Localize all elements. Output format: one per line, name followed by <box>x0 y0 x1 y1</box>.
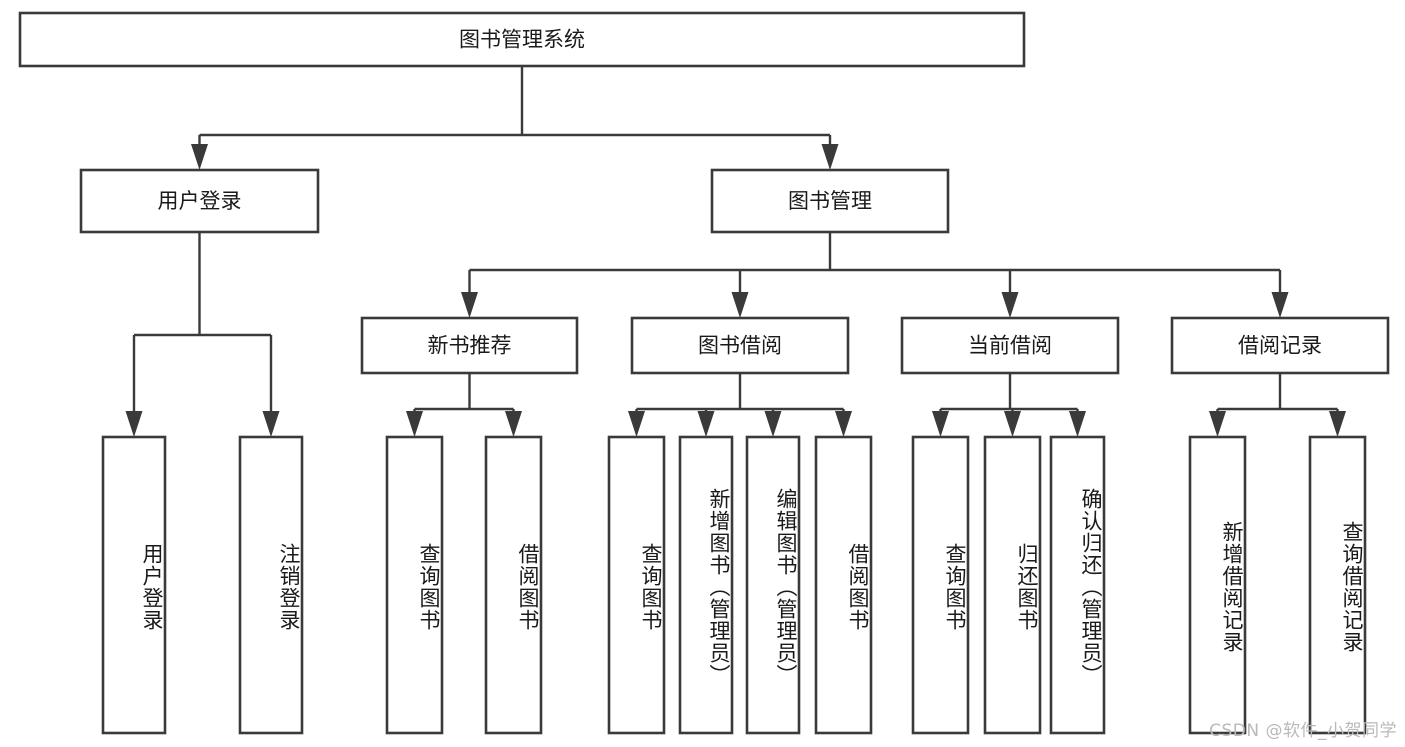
node-level2-0[interactable] <box>360 316 579 375</box>
node-level2-2[interactable] <box>900 316 1120 375</box>
userlogin-leaf-arrow-0-head <box>125 411 143 437</box>
leaf-arrow-1-0-head <box>628 411 645 437</box>
node-leaf-8[interactable] <box>911 435 970 735</box>
level1-arrow-0-head <box>191 144 208 170</box>
node-level2-3[interactable] <box>1170 316 1390 375</box>
node-leaf-3[interactable] <box>484 435 543 735</box>
watermark-text: CSDN @软件_小贺同学 <box>1209 721 1397 741</box>
leaf-arrow-3-1-head <box>1329 411 1346 437</box>
leaf-arrow-1-2-head <box>764 411 782 437</box>
node-level2-label-1: 图书借阅 <box>698 334 782 358</box>
level2-arrow-3-head <box>1271 292 1289 318</box>
node-root-label: 图书管理系统 <box>459 28 585 52</box>
node-level2-label-2: 当前借阅 <box>968 334 1052 358</box>
node-leaf-6[interactable] <box>745 435 801 735</box>
node-leaf-2[interactable] <box>385 435 444 735</box>
node-leaf-11[interactable] <box>1188 435 1247 735</box>
node-leaf-5[interactable] <box>678 435 734 735</box>
node-level2-label-3: 借阅记录 <box>1238 334 1322 358</box>
leaf-arrow-0-1-head <box>505 411 522 437</box>
userlogin-leaf-arrow-1-head <box>262 411 280 437</box>
leaf-arrow-3-0-head <box>1209 411 1226 437</box>
connector-layer <box>125 66 1346 437</box>
node-level1-label-0: 用户登录 <box>158 189 242 213</box>
node-leaf-10[interactable] <box>1049 435 1106 735</box>
node-leaf-9[interactable] <box>983 435 1042 735</box>
node-leaf-12[interactable] <box>1308 435 1367 735</box>
level2-arrow-2-head <box>1001 292 1019 318</box>
node-level2-label-0: 新书推荐 <box>428 334 512 358</box>
node-leaf-7[interactable] <box>814 435 873 735</box>
node-level1-1[interactable] <box>710 168 950 234</box>
level2-arrow-0-head <box>461 292 478 318</box>
leaf-arrow-2-2-head <box>1069 411 1086 437</box>
node-level1-0[interactable] <box>79 168 320 234</box>
node-root[interactable] <box>18 11 1026 68</box>
box-layer <box>18 11 1390 735</box>
leaf-arrow-1-1-head <box>697 411 715 437</box>
level2-arrow-1-head <box>731 292 749 318</box>
node-level1-label-1: 图书管理 <box>788 189 872 213</box>
level1-arrow-1-head <box>821 144 839 170</box>
node-level2-1[interactable] <box>630 316 850 375</box>
leaf-arrow-2-0-head <box>932 411 949 437</box>
leaf-arrow-0-0-head <box>406 411 423 437</box>
node-leaf-0[interactable] <box>101 435 167 735</box>
node-leaf-4[interactable] <box>607 435 666 735</box>
node-leaf-1[interactable] <box>238 435 304 735</box>
leaf-arrow-2-1-head <box>1004 411 1021 437</box>
leaf-arrow-1-3-head <box>835 411 852 437</box>
